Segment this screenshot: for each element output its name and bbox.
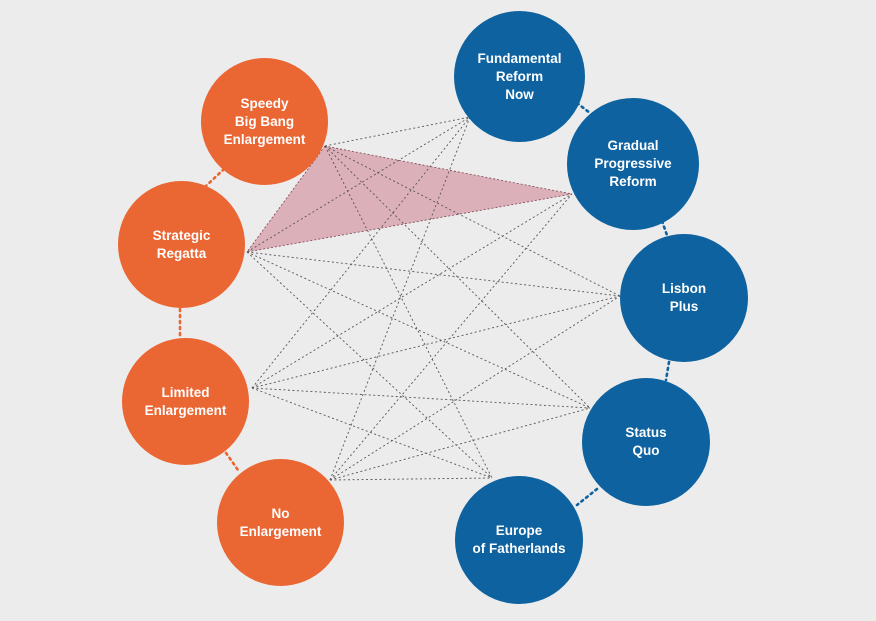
- enlargement-neighbour-links: [178, 167, 240, 472]
- node-label: Fundamental Reform Now: [477, 50, 562, 102]
- europe-of-fatherlands-node: Europe of Fatherlands: [455, 476, 583, 604]
- speedy-big-bang-enlargement-node: Speedy Big Bang Enlargement: [201, 58, 328, 185]
- link-statusquo-europe: [575, 487, 599, 507]
- strategic-regatta-node: Strategic Regatta: [118, 181, 245, 308]
- link-strategic-lisbon: [246, 251, 621, 297]
- node-label: Europe of Fatherlands: [472, 523, 566, 556]
- link-speedy-europe: [324, 145, 493, 479]
- link-fundamental-gradual: [575, 101, 592, 115]
- status-quo-node: Status Quo: [582, 378, 710, 506]
- link-noenl-fundamental: [329, 116, 471, 481]
- link-speedy-lisbon: [324, 145, 621, 297]
- link-limited-fundamental: [251, 116, 471, 389]
- limited-enlargement-node: Limited Enlargement: [122, 338, 249, 465]
- link-noenl-lisbon: [329, 295, 621, 481]
- link-speedy-fundamental: [324, 116, 471, 147]
- link-noenl-europe: [329, 477, 493, 481]
- link-limited-noenl: [224, 451, 240, 472]
- highlighted-combination-area: [246, 145, 573, 253]
- lisbon-plus-node: Lisbon Plus: [620, 234, 748, 362]
- node-label: Gradual Progressive Reform: [594, 138, 672, 189]
- no-enlargement-node: No Enlargement: [217, 459, 344, 586]
- link-limited-gradual: [251, 193, 573, 389]
- link-strategic-statusquo: [246, 251, 591, 409]
- link-lisbon-statusquo: [664, 360, 671, 382]
- node-label: Strategic Regatta: [152, 227, 211, 261]
- gradual-progressive-reform-node: Gradual Progressive Reform: [567, 98, 699, 230]
- node-label: Status Quo: [625, 425, 667, 458]
- link-noenl-gradual: [329, 193, 573, 481]
- link-noenl-statusquo: [329, 407, 591, 481]
- link-strategic-europe: [246, 251, 493, 479]
- link-limited-statusquo: [251, 387, 591, 409]
- fundamental-reform-now-node: Fundamental Reform Now: [454, 11, 585, 142]
- node-label: No Enlargement: [239, 505, 322, 539]
- node-label: Speedy Big Bang Enlargement: [223, 95, 306, 147]
- link-limited-lisbon: [251, 295, 621, 389]
- link-speedy-strategic: [204, 167, 226, 188]
- cross-connections: [246, 116, 621, 481]
- node-label: Limited Enlargement: [144, 384, 227, 418]
- node-label: Lisbon Plus: [661, 281, 707, 314]
- link-strategic-fundamental: [246, 116, 471, 253]
